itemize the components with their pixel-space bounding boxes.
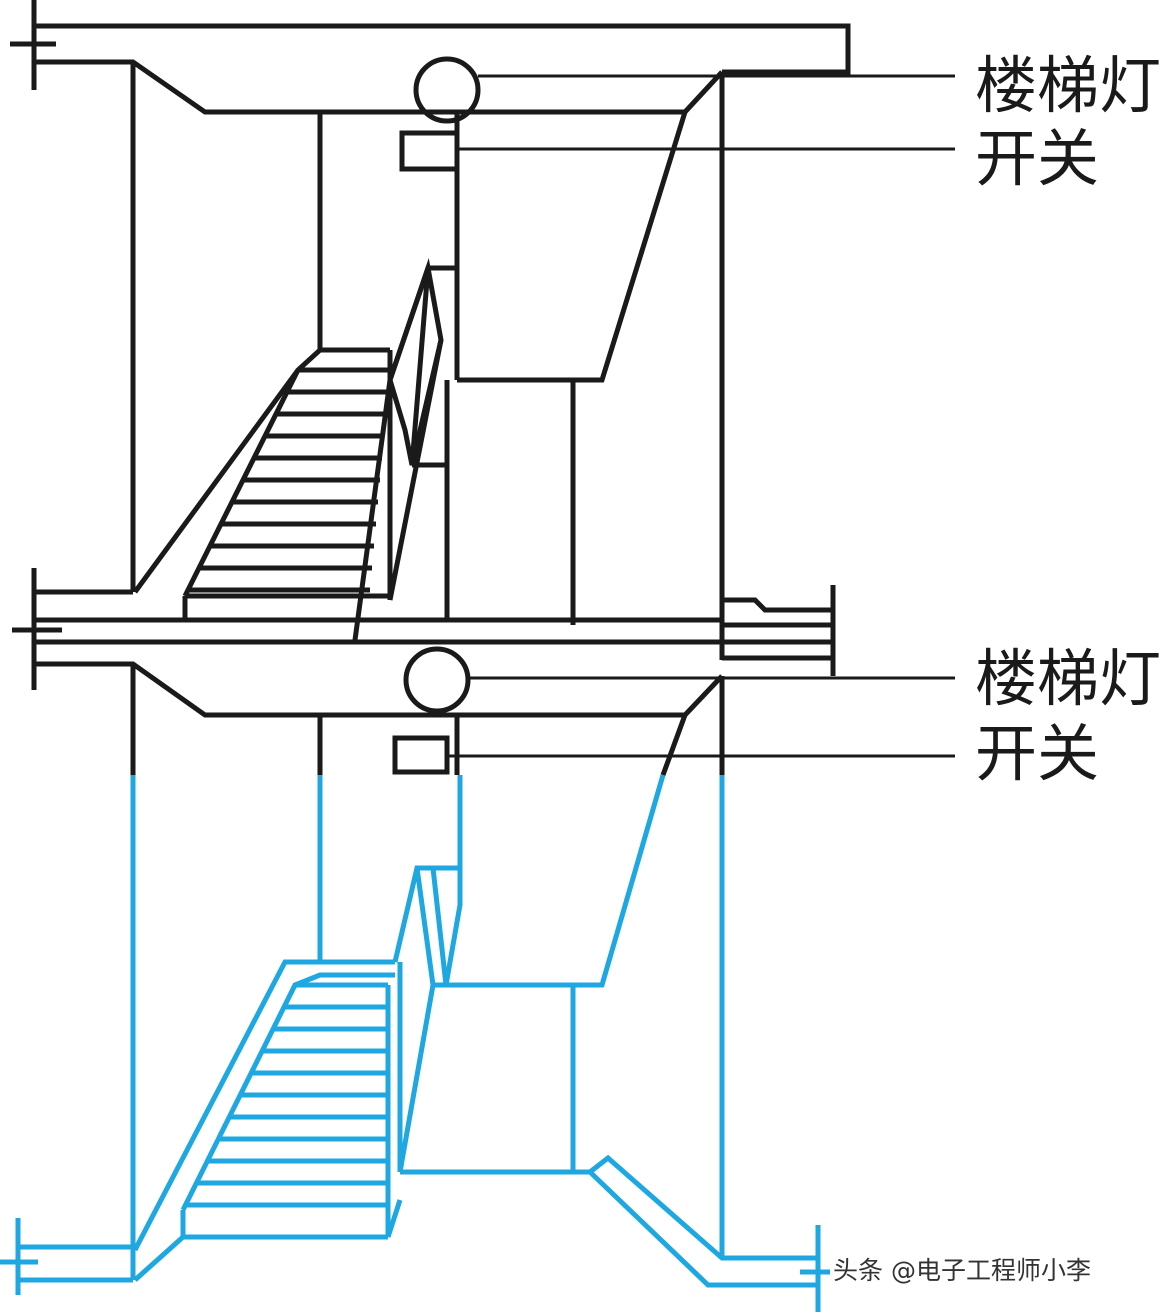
ground-floor-slab xyxy=(0,1154,830,1312)
light-switch-lower xyxy=(392,735,450,775)
stair-lamp-lower xyxy=(403,646,471,714)
stair-lamp-upper xyxy=(413,56,481,124)
stair-flight-ground xyxy=(132,959,395,1282)
watermark: 头条 @电子工程师小李 xyxy=(833,1256,1091,1285)
upper-stair-section xyxy=(10,0,851,776)
callout-leaders xyxy=(447,74,955,758)
ground-stair-section xyxy=(0,774,830,1312)
switch-label-lower: 开关 xyxy=(975,717,1100,790)
light-switch-upper xyxy=(399,130,460,172)
landing-ground xyxy=(433,774,666,988)
switch-label-upper: 开关 xyxy=(975,122,1100,195)
stair-flight-upper xyxy=(132,347,393,620)
stair-lamp-label-upper: 楼梯灯 xyxy=(975,49,1162,122)
stair-lamp-label-lower: 楼梯灯 xyxy=(975,642,1162,715)
landing-upper xyxy=(457,111,688,383)
middle-floor-slab xyxy=(12,568,836,718)
handrail-ground xyxy=(385,865,463,1238)
top-floor-slab xyxy=(10,0,851,115)
handrail-upper xyxy=(352,258,457,641)
